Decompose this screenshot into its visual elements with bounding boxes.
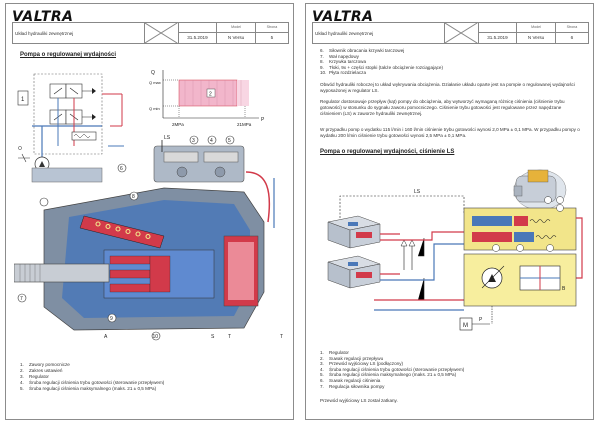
- model-value: N Versu: [527, 35, 545, 41]
- list-item: 6.Suwak regulacji ciśnienia: [320, 377, 381, 383]
- section-title: Pompa o regulowanej wydajności, ciśnieni…: [320, 149, 455, 155]
- model-label: Model: [231, 25, 241, 30]
- list-item: 2.Zakres ustawień: [20, 368, 63, 373]
- port-a: A: [104, 334, 108, 340]
- callout-1: 1: [21, 97, 25, 103]
- list-item: 2.Suwak regulacji przepływu: [320, 355, 384, 361]
- list-item: 8.Krzywka tarczowa: [320, 59, 367, 65]
- ls-label: LS: [414, 189, 421, 195]
- page-label: Strona: [566, 25, 578, 30]
- list-item: 5.Śruba regulacji ciśnienia maksymalnego…: [320, 372, 457, 378]
- graph-x-label: P: [261, 117, 265, 123]
- right-top-list: 6.Siłownik obracania krzywki tarczowej 7…: [320, 48, 443, 76]
- callout-5: 5: [228, 138, 231, 144]
- callout-7: 7: [20, 296, 23, 302]
- section-title: Pompa o regulowanej wydajności: [20, 52, 117, 58]
- doc-title: Układ hydrauliki zewnętrznej: [311, 22, 446, 44]
- callout-10: 10: [153, 334, 159, 340]
- model-label: Model: [531, 25, 541, 30]
- paragraph: Obwód hydrauliki roboczej to układ wykry…: [320, 82, 575, 93]
- list-item: 4.Śruba regulacji ciśnienia trybu gotowo…: [20, 380, 165, 385]
- flow-pressure-graph: Q Q max Q min 2 2MPa 21MPa P: [149, 70, 265, 127]
- list-item: 7.Wał napędowy: [320, 53, 359, 59]
- list-item: 3.Przewód wyjściowy LS (podłączony): [320, 361, 404, 367]
- valtra-logo: VALTRA: [312, 9, 374, 25]
- doc-title: Układ hydrauliki zewnętrznej: [11, 22, 146, 44]
- valve-block: [327, 255, 381, 289]
- paragraph: Regulator dostosowuje przepływ (kąt) pom…: [320, 99, 565, 116]
- callout-3: 3: [192, 138, 195, 144]
- q-max-label: Q max: [149, 80, 161, 85]
- page-label: Strona: [266, 25, 278, 30]
- right-manual-page: VALTRA Układ hydrauliki zewnętrznej Mode…: [305, 3, 594, 420]
- ls-circuit-diagram: LS: [327, 169, 583, 331]
- callout-9: 9: [110, 316, 113, 322]
- list-item: 9.Tłoki, 9x + części stopki (także obcią…: [320, 64, 444, 70]
- x-right-label: 21MPa: [237, 122, 252, 127]
- page-header: Układ hydrauliki zewnętrznej Model Stron…: [311, 22, 590, 45]
- paragraph: W przypadku pomp o wydatku 115 l/min i 1…: [320, 127, 580, 138]
- callout-8: 8: [132, 194, 135, 200]
- port-ls: LS: [164, 135, 171, 141]
- list-item: 1.Regulator: [320, 350, 349, 355]
- crossed-box: [144, 22, 179, 44]
- valve-block: [327, 215, 381, 249]
- valtra-logo: VALTRA: [12, 9, 74, 25]
- page-number: 6: [570, 35, 574, 41]
- port-t1: T: [228, 334, 231, 340]
- list-item: 10.Płyta rozdzielacza: [320, 70, 367, 76]
- list-item: 7.Regulacja siłownika pompy: [320, 383, 385, 389]
- callout-6: 6: [120, 166, 123, 172]
- callout-2: 2: [209, 92, 212, 98]
- q-min-label: Q min: [149, 106, 160, 111]
- page-number: 5: [270, 35, 274, 41]
- port-t2: T: [280, 334, 283, 340]
- callout-4: 4: [210, 138, 213, 144]
- regulator-schematic: 1: [17, 73, 124, 183]
- model-value: N Versu: [227, 35, 245, 41]
- port-b: B: [562, 286, 566, 292]
- list-item: 3.Regulator: [20, 374, 49, 379]
- crossed-box: [444, 22, 479, 44]
- x-left-label: 2MPa: [172, 122, 184, 127]
- motor-label: M: [463, 323, 468, 329]
- list-item: 5.Śruba regulacji ciśnienia maksymalnego…: [20, 386, 157, 391]
- page-header: Układ hydrauliki zewnętrznej Model Stron…: [11, 22, 290, 45]
- doc-date: 31.5.2019: [187, 35, 208, 41]
- list-item: 6.Siłownik obracania krzywki tarczowej: [320, 48, 405, 53]
- pump-cross-section: LS S T T A: [14, 135, 283, 341]
- left-legend-list: 1.Zawory pomocnicze 2.Zakres ustawień 3.…: [20, 362, 164, 392]
- right-legend-list: 1.Regulator 2.Suwak regulacji przepływu …: [320, 350, 464, 389]
- left-manual-page: VALTRA Układ hydrauliki zewnętrznej Mode…: [5, 3, 294, 420]
- port-p: P: [479, 317, 483, 323]
- list-item: 1.Zawory pomocnicze: [20, 362, 70, 367]
- port-s: S: [211, 334, 215, 340]
- graph-y-label: Q: [151, 70, 155, 76]
- list-item: 4.Śruba regulacji ciśnienia trybu gotowo…: [320, 366, 465, 372]
- footer-note: Przewód wyjściowy LS został zatkany.: [320, 398, 398, 403]
- doc-date: 31.5.2019: [487, 35, 508, 41]
